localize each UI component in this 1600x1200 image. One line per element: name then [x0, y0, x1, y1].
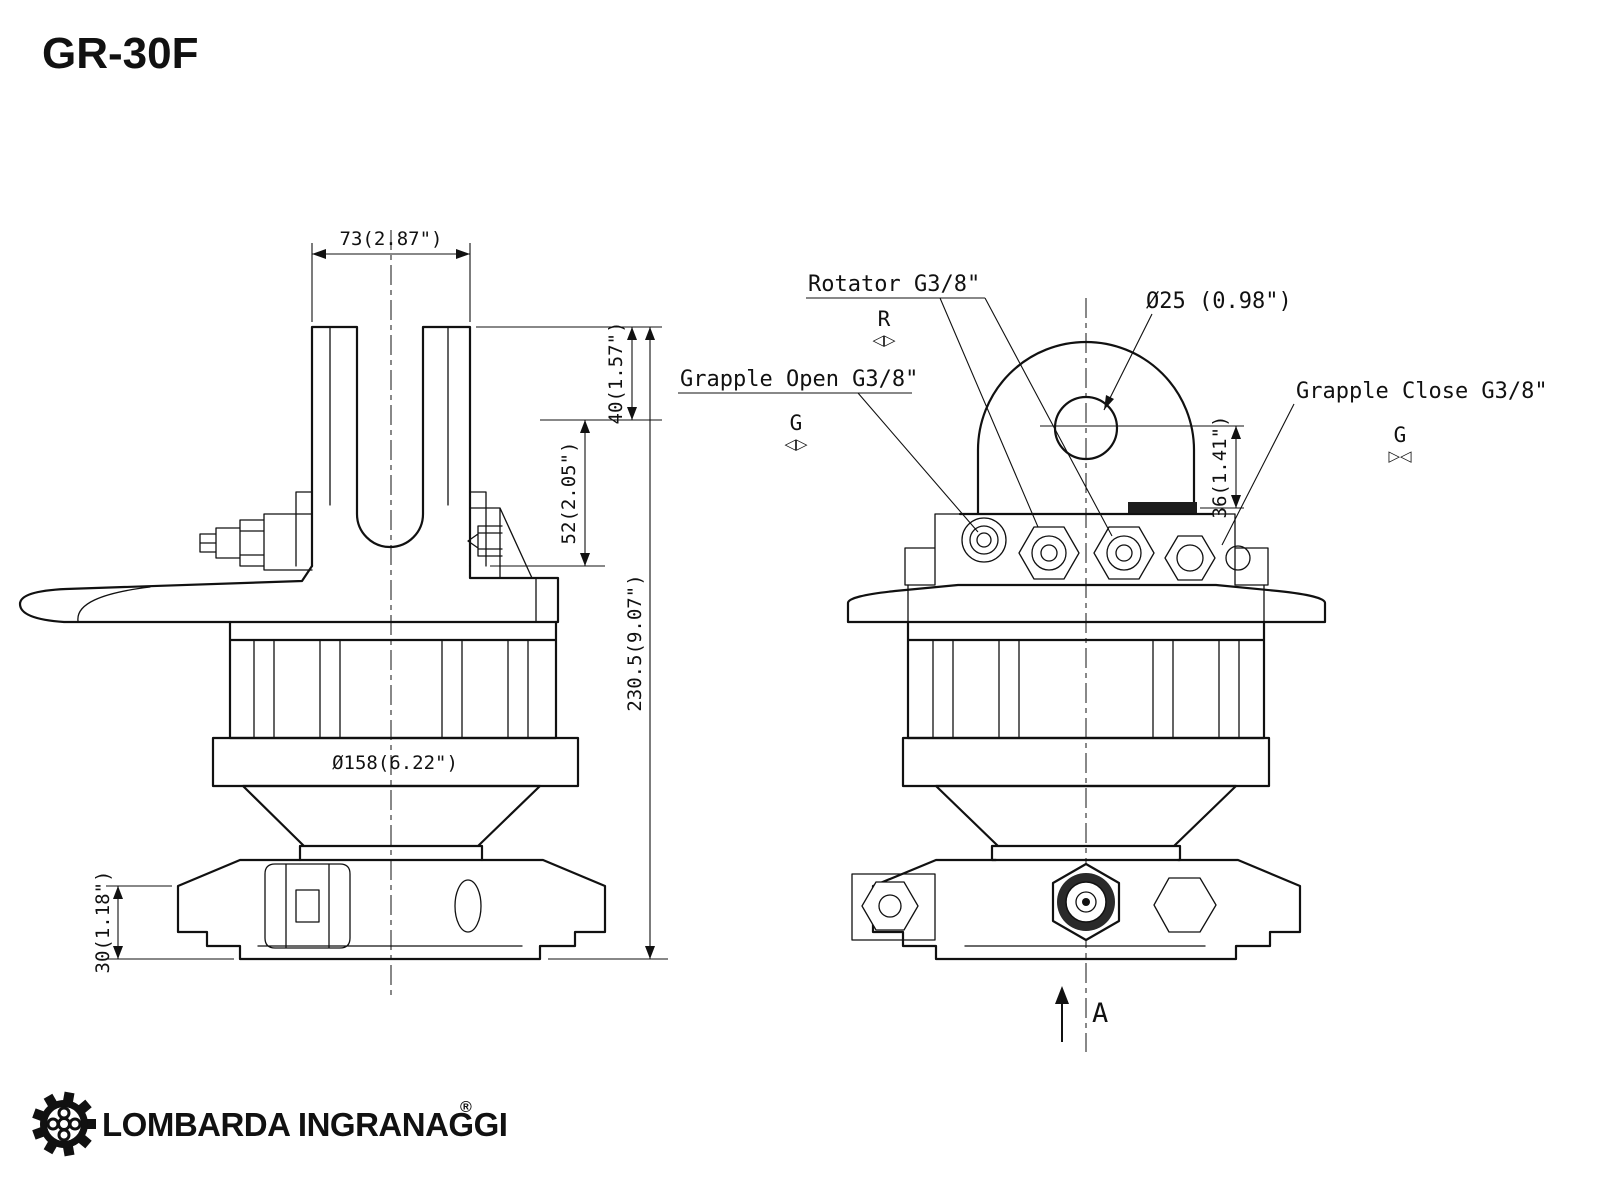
- front-view: Rotator G3/8" R ◁▷ Grapple Open G3/8" G …: [678, 272, 1548, 1052]
- front-base-hex-bolt: [861, 881, 919, 931]
- view-direction-label: A: [1092, 998, 1108, 1029]
- brand-name: LOMBARDA INGRANAGGI: [102, 1106, 507, 1143]
- brand-logo: LOMBARDA INGRANAGGI ®: [32, 1091, 508, 1157]
- front-body-ribs: [932, 639, 1240, 739]
- clevis-fork-inner-lines: [295, 326, 487, 567]
- dim-total-height-label: 230.5(9.07"): [624, 574, 646, 711]
- hole-diameter-callout: Ø25 (0.98"): [1103, 289, 1292, 411]
- side-extension-lines: [476, 326, 668, 960]
- grapple-close-symbol: G: [1394, 423, 1407, 447]
- side-flange: [211, 736, 580, 788]
- dim-shackle: 36(1.41"): [1209, 416, 1241, 519]
- side-base-bolt: [257, 863, 523, 949]
- dim-top-width-label: 73(2.87"): [340, 228, 443, 250]
- front-body: [906, 620, 1266, 740]
- rotator-port-callout: Rotator G3/8" R ◁▷: [806, 272, 1113, 537]
- grapple-open-label: Grapple Open G3/8": [680, 367, 918, 392]
- front-flange: [901, 736, 1271, 788]
- grapple-close-label: Grapple Close G3/8": [1296, 379, 1548, 404]
- rotator-flow-icon: ◁▷: [872, 331, 896, 349]
- grapple-open-symbol: G: [790, 411, 803, 435]
- front-extension-lines: [1040, 425, 1244, 509]
- rotator-symbol: R: [878, 307, 891, 331]
- dim-top-width: 73(2.87"): [311, 228, 471, 322]
- dim-shackle-label: 36(1.41"): [1209, 416, 1231, 519]
- gear-icon: [32, 1091, 96, 1157]
- fittings-block: [904, 513, 1269, 586]
- front-base-hex-bolt-core: [878, 894, 902, 918]
- clevis-fork: [310, 325, 472, 568]
- mounting-plate-details: [77, 577, 537, 623]
- port-hex-right-center: [1093, 526, 1155, 580]
- dim-mid: 52(2.05"): [558, 420, 590, 566]
- port-hex-right: [1164, 535, 1216, 581]
- page-title: GR-30F: [42, 29, 198, 78]
- side-left-fitting: [199, 513, 313, 571]
- side-body: [228, 620, 558, 740]
- front-base-bolt-block: [851, 873, 936, 941]
- grapple-close-flow-icon: ▷◁: [1388, 447, 1412, 465]
- hydraulic-ports: [961, 517, 1251, 581]
- shackle-shadow-band: [1128, 502, 1197, 513]
- dim-mid-label: 52(2.05"): [558, 442, 580, 545]
- side-body-ribs: [253, 639, 529, 739]
- front-base-hex-nut: [1153, 877, 1217, 933]
- dim-flange-diameter-label: Ø158(6.22"): [332, 752, 458, 774]
- grapple-open-port-callout: Grapple Open G3/8" G ◁▷: [678, 367, 979, 533]
- registered-mark: ®: [460, 1099, 472, 1116]
- shackle-hole: [1053, 395, 1119, 461]
- dim-total-height: 230.5(9.07"): [624, 327, 655, 959]
- dim-upper-label: 40(1.57"): [605, 322, 627, 425]
- front-mounting-plate: [846, 583, 1327, 624]
- side-base-boss: [454, 879, 482, 933]
- dim-upper: 40(1.57"): [605, 322, 637, 425]
- side-right-gusset: [467, 507, 533, 579]
- rotator-label: Rotator G3/8": [808, 272, 980, 297]
- dim-bottom: 30(1.18"): [92, 871, 234, 974]
- view-direction-callout: A: [1055, 986, 1108, 1042]
- front-center-plug: [1051, 862, 1121, 942]
- dim-hole-diameter-label: Ø25 (0.98"): [1146, 289, 1292, 314]
- front-plate-details: [907, 584, 1265, 623]
- dim-bottom-label: 30(1.18"): [92, 871, 114, 974]
- grapple-close-port-callout: Grapple Close G3/8" G ▷◁: [1221, 379, 1548, 546]
- side-base-housing: [176, 858, 607, 961]
- side-view: Ø158(6.22") 73(2.87") 40(1.57") 5: [18, 228, 668, 996]
- mounting-plate: [18, 564, 560, 624]
- grapple-open-flow-icon: ◁▷: [784, 435, 808, 453]
- port-hex-left-center: [1018, 526, 1080, 580]
